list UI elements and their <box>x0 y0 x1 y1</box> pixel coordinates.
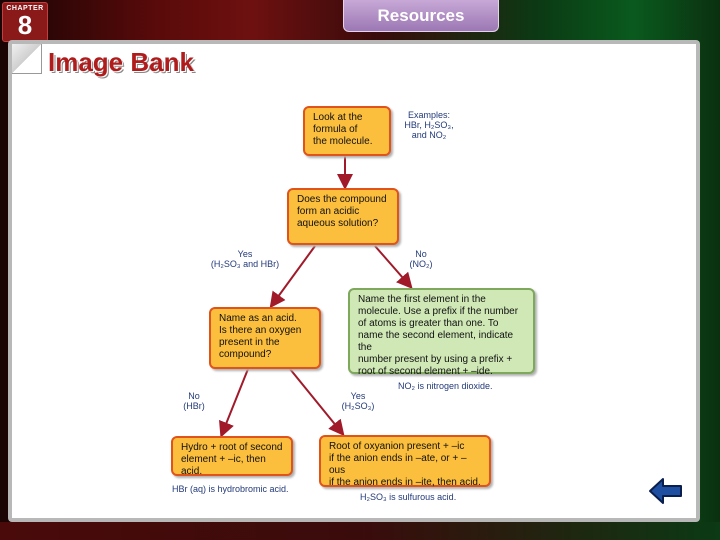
top-bar: CHAPTER 8 Resources <box>0 0 720 44</box>
oxyanion-box: Root of oxyanion present + –ic if the an… <box>319 435 491 488</box>
hydro-line: Hydro + root of second <box>181 442 283 453</box>
molecular-line: Name the first element in the <box>358 294 486 305</box>
left-arrow-icon <box>649 478 682 504</box>
arrow-yes-to-oxy <box>289 368 345 437</box>
arrow-yes-to-acid <box>269 245 316 309</box>
acid-line: present in the <box>219 337 280 348</box>
bottom-strip <box>0 522 720 540</box>
branch-line: (H₂SO₃ and HBr) <box>210 259 280 269</box>
branch-no-1: No (NO₂) <box>405 249 437 269</box>
question-line: Does the compound <box>297 194 387 205</box>
molecular-note: NO₂ is nitrogen dioxide. <box>398 381 493 391</box>
branch-line: Yes <box>350 391 366 401</box>
molecular-line: of atoms is greater than one. To <box>358 318 499 329</box>
start-line: the molecule. <box>313 136 373 147</box>
branch-line: (NO₂) <box>409 259 433 269</box>
branch-yes-2: Yes (H₂SO₃) <box>336 391 380 411</box>
oxyanion-line: if the anion ends in –ate, or + –ous <box>329 453 467 476</box>
oxyanion-line: if the anion ends in –ite, then acid. <box>329 477 481 488</box>
acid-line: compound? <box>219 349 272 360</box>
branch-yes-1: Yes (H₂SO₃ and HBr) <box>208 249 282 269</box>
molecular-line: name the second element, indicate the <box>358 330 514 353</box>
chapter-label: CHAPTER <box>6 5 44 12</box>
branch-line: (H₂SO₃) <box>341 401 375 411</box>
examples-line: Examples: <box>407 110 451 120</box>
molecular-line: number present by using a prefix + <box>358 354 513 365</box>
examples-line: and NO₂ <box>411 130 447 140</box>
hydro-box: Hydro + root of second element + –ic, th… <box>171 436 293 477</box>
chapter-number: 8 <box>17 10 33 40</box>
arrow-no-to-molecular <box>374 245 413 290</box>
hydro-note: HBr (aq) is hydrobromic acid. <box>172 484 289 494</box>
back-button[interactable] <box>648 476 684 506</box>
start-line: Look at the <box>313 112 363 123</box>
resources-tab[interactable]: Resources <box>343 0 499 32</box>
question-line: form an acidic <box>297 206 360 217</box>
acid-box: Name as an acid. Is there an oxygen pres… <box>209 307 321 369</box>
hydro-line: element + –ic, then acid. <box>181 454 266 477</box>
examples-line: HBr, H₂SO₃, <box>404 120 454 130</box>
start-line: formula of <box>313 124 358 135</box>
molecular-line: molecule. Use a prefix if the number <box>358 306 519 317</box>
start-box: Look at the formula of the molecule. <box>303 106 391 156</box>
examples-note: Examples: HBr, H₂SO₃, and NO₂ <box>398 110 460 140</box>
acid-line: Is there an oxygen <box>219 325 302 336</box>
chapter-badge: CHAPTER 8 <box>2 2 48 42</box>
branch-line: No <box>415 249 427 259</box>
oxyanion-note: H₂SO₃ is sulfurous acid. <box>360 492 457 502</box>
acid-line: Name as an acid. <box>219 313 297 324</box>
question-box: Does the compound form an acidic aqueous… <box>287 188 399 245</box>
branch-line: (HBr) <box>183 401 205 411</box>
branch-line: Yes <box>237 249 253 259</box>
page-title: Image Bank <box>48 47 194 77</box>
page-curl-icon <box>12 44 42 74</box>
question-line: aqueous solution? <box>297 218 379 229</box>
molecular-box: Name the first element in the molecule. … <box>348 288 535 377</box>
branch-line: No <box>188 391 200 401</box>
arrow-no-to-hydro <box>219 368 249 438</box>
oxyanion-line: Root of oxyanion present + –ic <box>329 441 465 452</box>
branch-no-2: No (HBr) <box>176 391 212 411</box>
molecular-line: root of second element + –ide. <box>358 366 493 377</box>
